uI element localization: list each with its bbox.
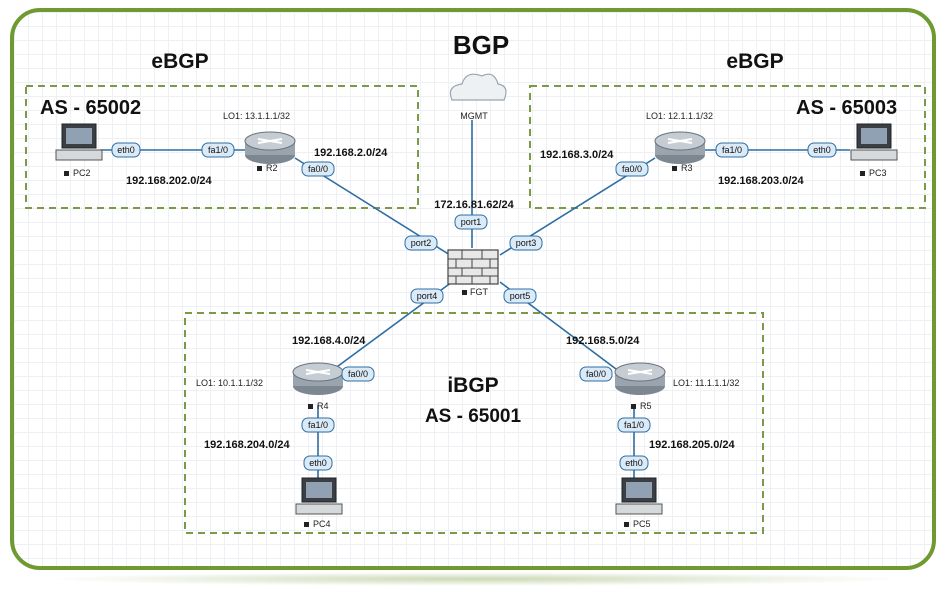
r3-marker: [672, 166, 677, 171]
r3-loopback: LO1: 12.1.1.1/32: [646, 111, 713, 121]
r3-label: R3: [681, 163, 693, 173]
subnet-r4-fgt: 192.168.4.0/24: [292, 335, 366, 347]
r4-fa1-0-label: fa1/0: [308, 420, 328, 430]
subnet-pc5-r5: 192.168.205.0/24: [649, 439, 736, 451]
r5-marker: [631, 404, 636, 409]
port3-label: port3: [516, 238, 537, 248]
pc2-marker: [64, 171, 69, 176]
r2-label: R2: [266, 163, 278, 173]
zone-as-65002: [25, 85, 419, 209]
zone-as-65003: [529, 85, 926, 209]
pc3-marker: [860, 171, 865, 176]
router-r2-icon[interactable]: [244, 131, 296, 164]
pc5-marker: [624, 522, 629, 527]
subnet-r5-fgt: 192.168.5.0/24: [566, 335, 640, 347]
firewall-icon: [447, 249, 499, 285]
pc2-eth0-label: eth0: [117, 145, 135, 155]
r3-fa0-0-label: fa0/0: [622, 164, 642, 174]
title-ebgp-left: eBGP: [151, 50, 208, 73]
r4-fa0-0-label: fa0/0: [348, 369, 368, 379]
as-65003-label: AS - 65003: [796, 97, 897, 119]
pc4-computer-icon[interactable]: [295, 477, 343, 515]
as-65001-label: AS - 65001: [425, 406, 522, 427]
subnet-r3-fgt: 192.168.3.0/24: [540, 149, 614, 161]
fgt-marker: [462, 290, 467, 295]
frame-shadow: [40, 572, 910, 586]
title-ibgp: iBGP: [447, 374, 498, 397]
r4-loopback: LO1: 10.1.1.1/32: [196, 378, 263, 388]
pc5-label: PC5: [633, 519, 651, 529]
r4-marker: [308, 404, 313, 409]
mgmt-label: MGMT: [460, 111, 488, 121]
r4-label: R4: [317, 401, 329, 411]
pc5-computer-icon[interactable]: [615, 477, 663, 515]
pc4-marker: [304, 522, 309, 527]
r5-fa1-0-label: fa1/0: [624, 420, 644, 430]
as-65002-label: AS - 65002: [40, 97, 141, 119]
r5-loopback: LO1: 11.1.1.1/32: [673, 378, 739, 388]
r3-fa1-0-label: fa1/0: [722, 145, 742, 155]
port2-label: port2: [411, 238, 432, 248]
router-r5-icon[interactable]: [614, 362, 666, 395]
subnet-pc2-r2: 192.168.202.0/24: [126, 175, 213, 187]
pc2-computer-icon[interactable]: [55, 123, 103, 161]
port5-label: port5: [510, 291, 531, 301]
port4-label: port4: [417, 291, 438, 301]
diagram-frame: [10, 8, 936, 570]
router-r3-icon[interactable]: [654, 131, 706, 164]
cloud-icon: [449, 73, 507, 101]
pc3-label: PC3: [869, 168, 887, 178]
r2-marker: [257, 166, 262, 171]
title-ebgp-right: eBGP: [726, 50, 783, 73]
zone-as-65001: [184, 312, 764, 534]
r5-fa0-0-label: fa0/0: [586, 369, 606, 379]
pc5-eth0-label: eth0: [625, 458, 643, 468]
fgt-label: FGT: [470, 287, 488, 297]
port1-label: port1: [461, 217, 482, 227]
pc3-eth0-label: eth0: [813, 145, 831, 155]
r2-fa1-0-label: fa1/0: [208, 145, 228, 155]
title-bgp: BGP: [453, 30, 509, 60]
port-badges: port1 port2 port3 port4 port5 eth0 fa1/0…: [111, 142, 837, 471]
pc4-label: PC4: [313, 519, 331, 529]
subnet-r2-fgt: 192.168.2.0/24: [314, 147, 388, 159]
r5-label: R5: [640, 401, 652, 411]
r2-loopback: LO1: 13.1.1.1/32: [223, 111, 290, 121]
subnet-pc4-r4: 192.168.204.0/24: [204, 439, 291, 451]
r2-fa0-0-label: fa0/0: [308, 164, 328, 174]
subnet-mgmt: 172.16.81.62/24: [434, 199, 514, 211]
subnet-pc3-r3: 192.168.203.0/24: [718, 175, 805, 187]
pc2-label: PC2: [73, 168, 91, 178]
pc4-eth0-label: eth0: [309, 458, 327, 468]
router-r4-icon[interactable]: [292, 362, 344, 395]
pc3-computer-icon[interactable]: [850, 123, 898, 161]
